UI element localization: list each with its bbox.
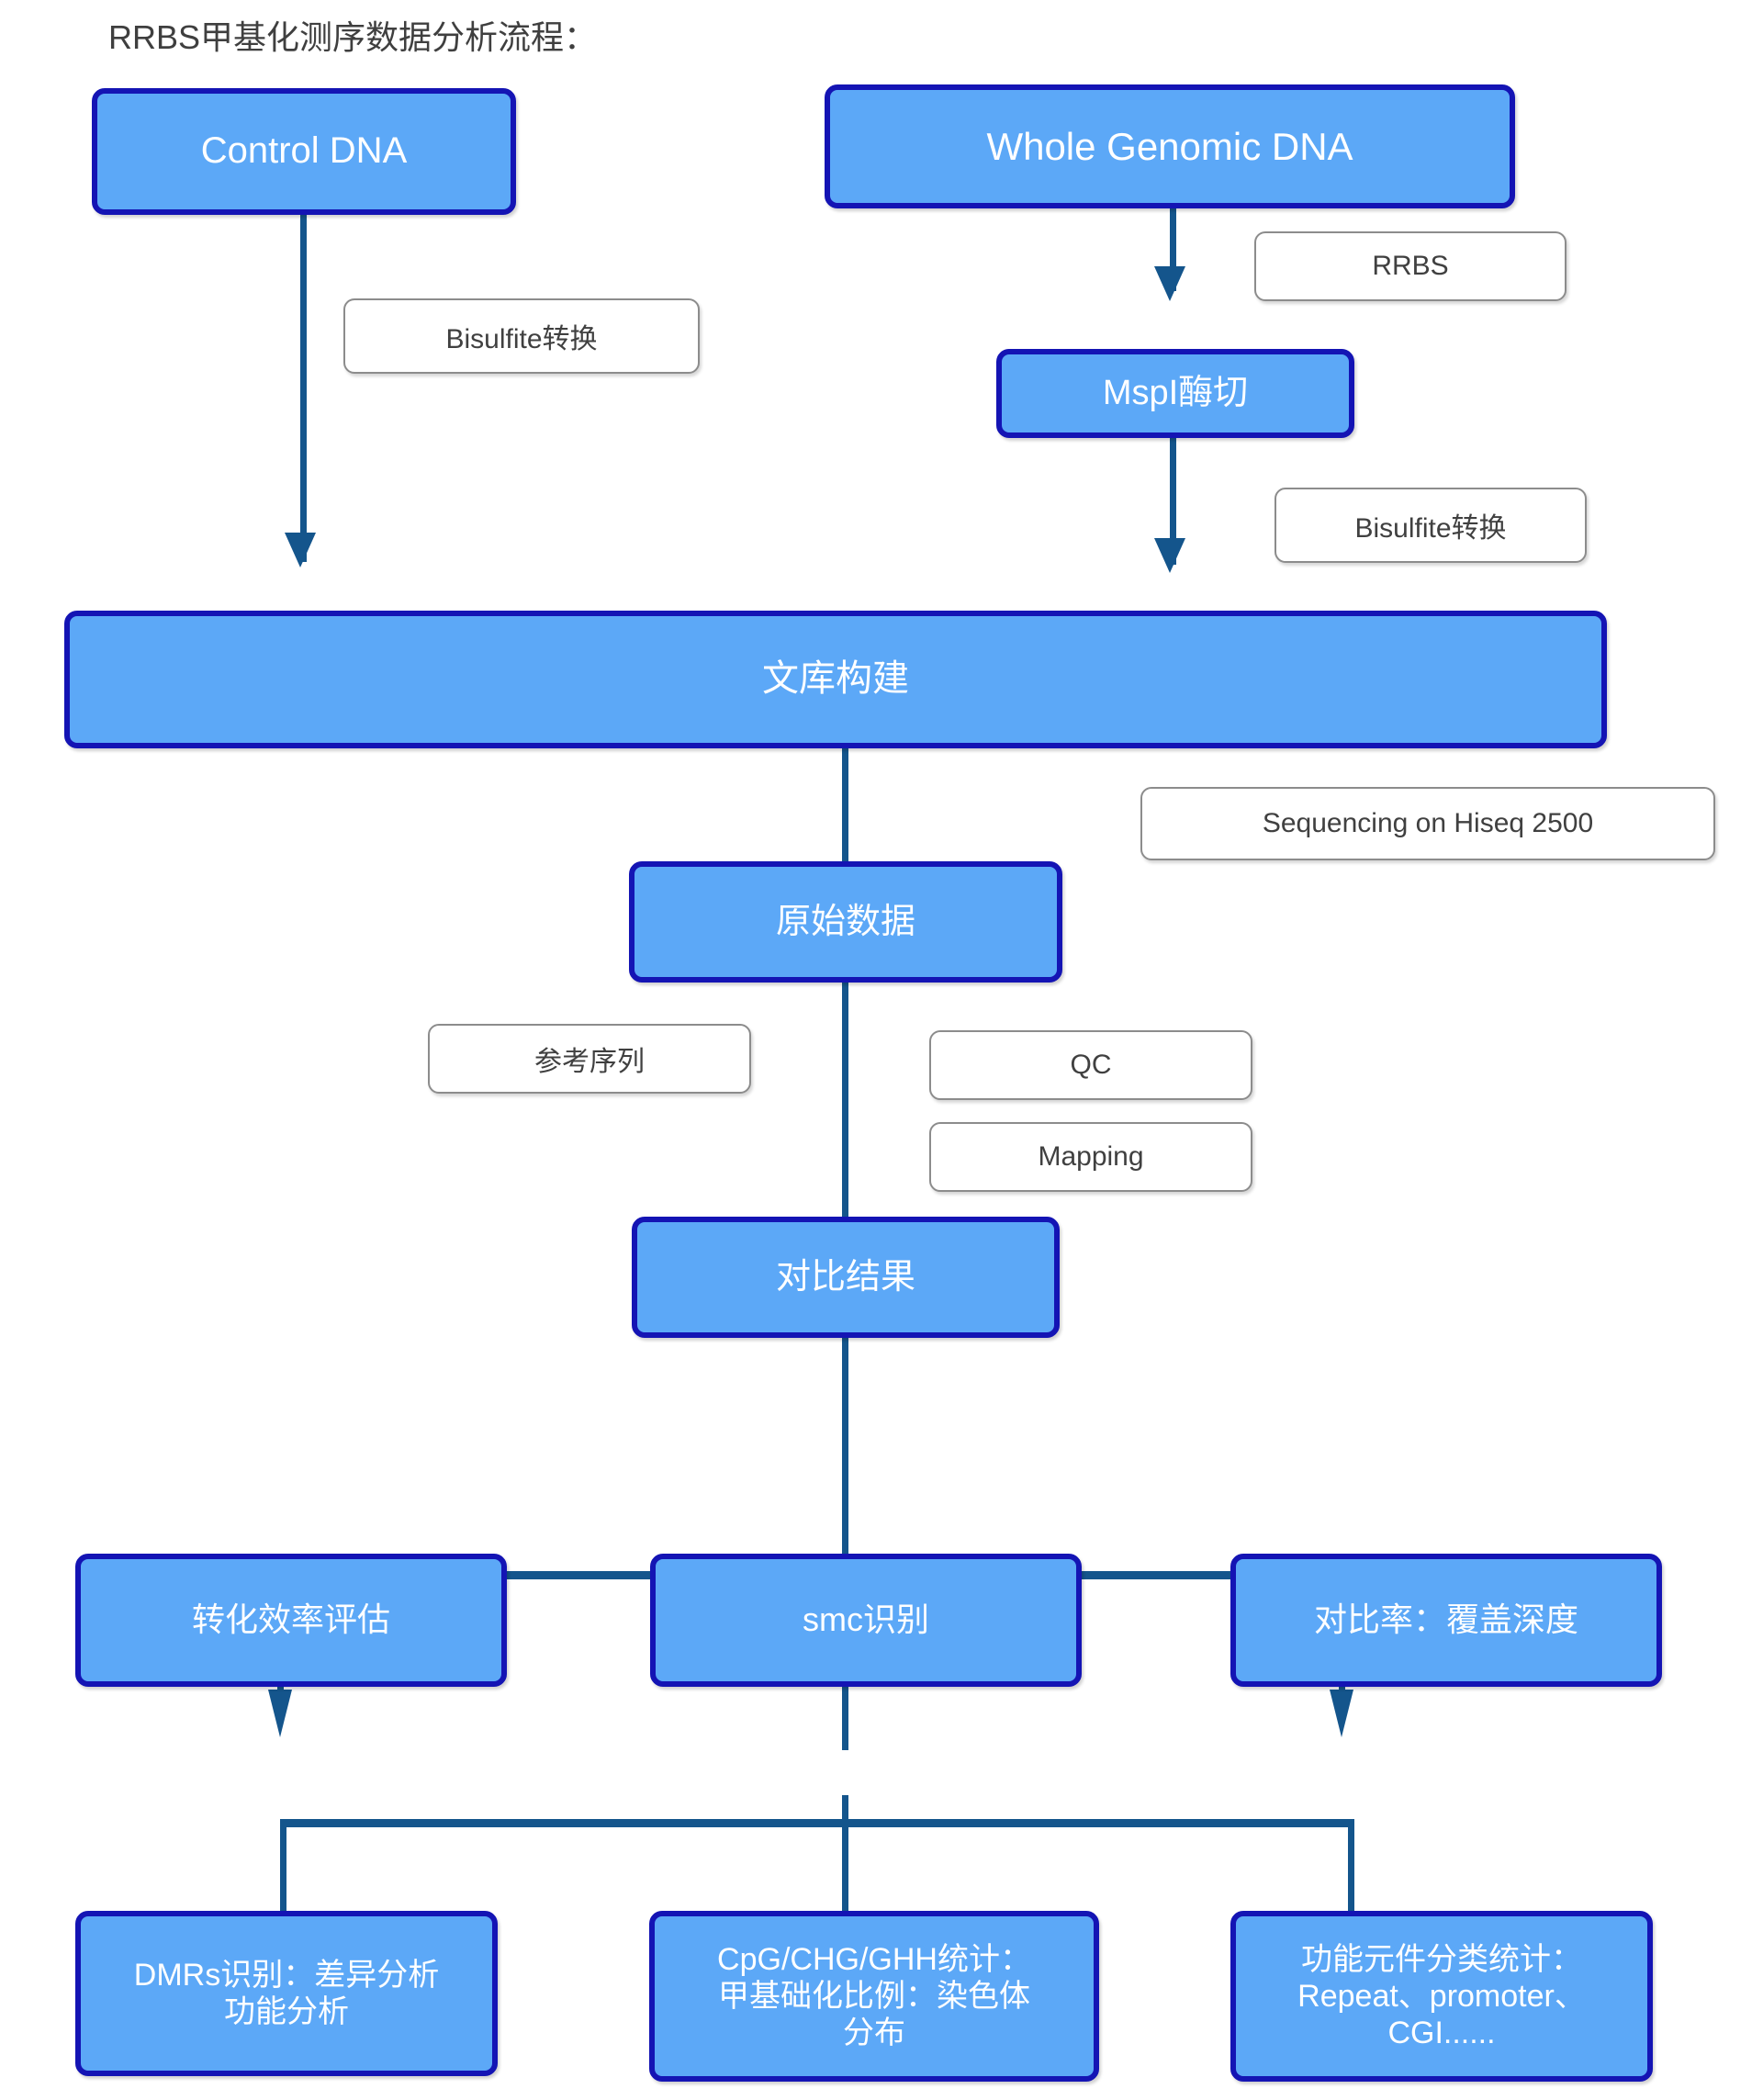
label-bisulfite-left: Bisulfite转换 — [343, 298, 700, 374]
label-sequencing: Sequencing on Hiseq 2500 — [1140, 787, 1715, 860]
connector-alignment-down — [842, 1336, 848, 1575]
node-dmrs-line2: 功能分析 — [224, 1994, 349, 2029]
node-conversion-efficiency[interactable]: 转化效率评估 — [75, 1554, 507, 1687]
connector-rawdata-to-alignment — [842, 983, 848, 1221]
connector-library-to-rawdata — [842, 746, 848, 865]
connector-mspi-to-library — [1170, 436, 1176, 565]
node-cpg-stats-line1: CpG/CHG/GHH统计： — [717, 1941, 1031, 1977]
label-rrbs-text: RRBS — [1372, 251, 1449, 281]
label-qc-text: QC — [1070, 1050, 1112, 1080]
node-cpg-stats-line2: 甲基础化比例：染色体 — [718, 1978, 1030, 2014]
node-raw-data[interactable]: 原始数据 — [629, 861, 1062, 983]
node-mapping-rate-label: 对比率：覆盖深度 — [1313, 1600, 1578, 1639]
node-functional-elements[interactable]: 功能元件分类统计： Repeat、promoter、 CGI...... — [1230, 1911, 1653, 2082]
node-alignment-result[interactable]: 对比结果 — [632, 1217, 1060, 1338]
node-whole-genomic-dna[interactable]: Whole Genomic DNA — [825, 84, 1515, 208]
node-cpg-stats[interactable]: CpG/CHG/GHH统计： 甲基础化比例：染色体 分布 — [649, 1911, 1099, 2082]
node-smc-identification[interactable]: smc识别 — [650, 1554, 1082, 1687]
node-library-construction-label: 文库构建 — [762, 658, 909, 700]
label-qc: QC — [929, 1030, 1252, 1100]
label-bisulfite-right: Bisulfite转换 — [1275, 488, 1587, 563]
connector-wgdna-to-mspi — [1170, 208, 1176, 291]
node-raw-data-label: 原始数据 — [775, 902, 915, 941]
node-alignment-result-label: 对比结果 — [775, 1257, 915, 1297]
arrowhead-branch-right-upper — [1330, 1690, 1353, 1737]
arrowhead-wgdna-to-mspi — [1154, 266, 1185, 301]
arrowhead-control-to-library — [285, 533, 316, 567]
node-conversion-efficiency-label: 转化效率评估 — [191, 1600, 390, 1639]
page-title: RRBS甲基化测序数据分析流程： — [108, 18, 598, 56]
branch-left-lower — [280, 1819, 286, 1943]
branch-right-lower — [1348, 1819, 1354, 1943]
node-cpg-stats-line3: 分布 — [843, 2016, 905, 2051]
node-control-dna-label: Control DNA — [200, 130, 408, 172]
arrowhead-mspi-to-library — [1154, 538, 1185, 573]
node-mspi-digestion-label: MspI酶切 — [1102, 374, 1249, 413]
node-functional-elements-line1: 功能元件分类统计： — [1301, 1941, 1582, 1977]
branch-bus-lower — [280, 1819, 1354, 1827]
node-smc-identification-label: smc识别 — [803, 1600, 929, 1639]
node-mspi-digestion[interactable]: MspI酶切 — [996, 349, 1354, 438]
node-dmrs-line1: DMRs识别：差异分析 — [133, 1957, 440, 1993]
node-functional-elements-line3: CGI...... — [1387, 2016, 1496, 2051]
node-functional-elements-line2: Repeat、promoter、 — [1297, 1978, 1586, 2014]
label-bisulfite-left-text: Bisulfite转换 — [445, 324, 598, 354]
branch-center-lower — [842, 1819, 848, 1993]
label-reference-sequence: 参考序列 — [428, 1024, 751, 1094]
arrowhead-branch-left-upper — [268, 1690, 292, 1737]
label-bisulfite-right-text: Bisulfite转换 — [1354, 513, 1507, 544]
node-library-construction[interactable]: 文库构建 — [64, 611, 1607, 748]
label-sequencing-text: Sequencing on Hiseq 2500 — [1262, 808, 1594, 838]
label-mapping-text: Mapping — [1038, 1141, 1144, 1172]
node-whole-genomic-dna-label: Whole Genomic DNA — [986, 124, 1353, 168]
label-rrbs: RRBS — [1254, 231, 1566, 301]
node-dmrs[interactable]: DMRs识别：差异分析 功能分析 — [75, 1911, 498, 2076]
label-reference-sequence-text: 参考序列 — [534, 1047, 645, 1077]
node-mapping-rate[interactable]: 对比率：覆盖深度 — [1230, 1554, 1662, 1687]
connector-control-to-library — [300, 213, 307, 562]
label-mapping: Mapping — [929, 1122, 1252, 1192]
node-control-dna[interactable]: Control DNA — [92, 88, 516, 215]
